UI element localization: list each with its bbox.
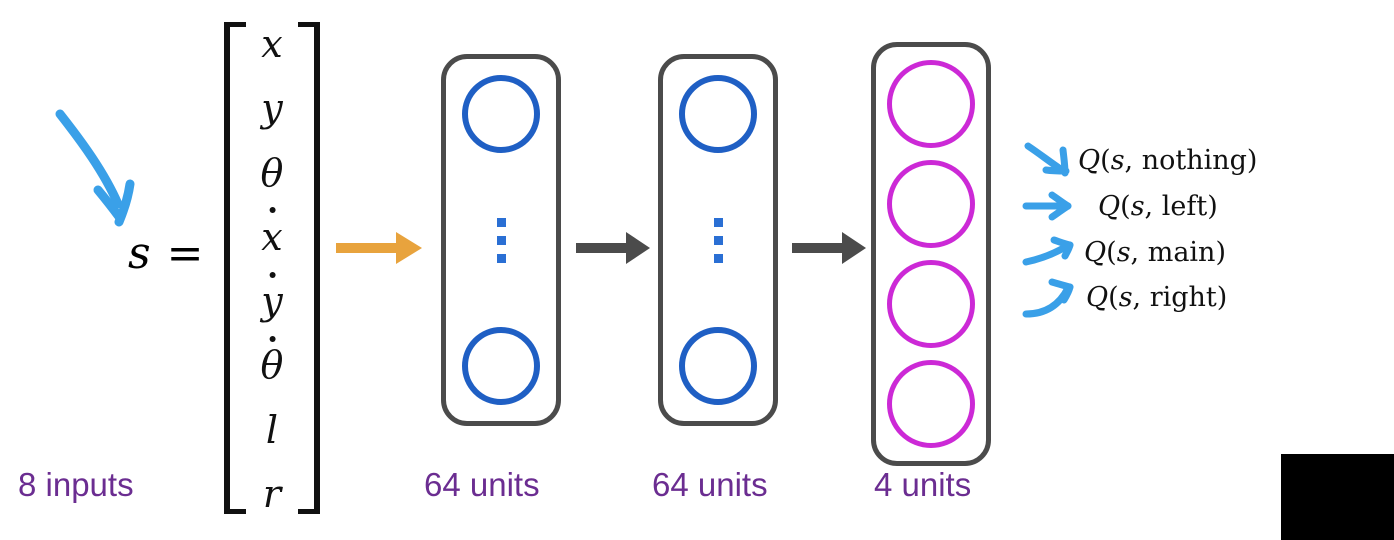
q-action-name: left (1161, 190, 1208, 222)
q-symbol: Q (1084, 236, 1107, 268)
arrow-head (396, 232, 422, 264)
q-value-label: Q(s, left) (1098, 193, 1218, 220)
right-bracket-icon (298, 22, 320, 514)
hidden1-to-hidden2-arrow-icon (576, 232, 650, 264)
q-separator: , (1124, 144, 1142, 176)
q-separator: , (1132, 281, 1150, 313)
vertical-ellipsis-icon (713, 217, 723, 263)
arrow-head (626, 232, 650, 264)
q-value-label: Q(s, right) (1086, 284, 1227, 311)
ellipsis-dot (496, 253, 506, 263)
q-value-label: Q(s, main) (1084, 239, 1226, 266)
vector-symbol: r (262, 471, 282, 516)
state-vector: x y θ x y θ l (224, 22, 320, 514)
vector-entry-x: x (261, 25, 282, 63)
hidden2-to-output-arrow-icon (792, 232, 866, 264)
q-value-label: Q(s, nothing) (1078, 147, 1257, 174)
vector-symbol: y (261, 279, 283, 324)
vector-symbol: θ (260, 150, 284, 195)
caption-hidden-layer-2: 64 units (652, 466, 768, 503)
right-arrow-icon (1022, 191, 1072, 221)
up-right-arrow-icon (1022, 236, 1074, 266)
ellipsis-dot (713, 235, 723, 245)
up-right-curved-arrow-icon (1022, 278, 1074, 318)
arrow-shaft (336, 243, 396, 253)
dot-accent-icon (269, 271, 276, 278)
vector-entry-y: y (261, 89, 282, 127)
vertical-ellipsis-icon (496, 217, 506, 263)
q-value-row-left: Q(s, left) (1022, 186, 1218, 226)
q-action-name: right (1149, 281, 1217, 313)
caption-hidden-layer-1: 64 units (424, 466, 540, 503)
hidden-layer-1 (441, 54, 561, 426)
q-state-symbol: s (1118, 281, 1133, 313)
vector-entry-l: l (266, 411, 278, 449)
q-value-row-nothing: Q(s, nothing) (1022, 140, 1257, 180)
q-symbol: Q (1086, 281, 1109, 313)
ellipsis-dot (496, 235, 506, 245)
vector-entry-ydot: y (261, 271, 283, 320)
q-open-paren: ( (1120, 190, 1131, 222)
vector-symbol: θ (260, 343, 284, 388)
down-right-arrow-icon (1024, 142, 1070, 177)
ellipsis-dot (713, 253, 723, 263)
state-equals-label: s = (128, 228, 205, 279)
q-symbol: Q (1078, 144, 1101, 176)
video-overlay-block (1281, 454, 1394, 540)
vector-symbol: l (265, 407, 279, 452)
q-open-paren: ( (1108, 281, 1119, 313)
left-bracket-icon (224, 22, 246, 514)
vector-entry-theta: θ (261, 154, 284, 192)
unit-circle (462, 327, 540, 405)
curved-down-arrow-icon (55, 109, 135, 227)
q-open-paren: ( (1106, 236, 1117, 268)
arrow-head (842, 232, 866, 264)
state-vector-entries: x y θ x y θ l (246, 22, 298, 514)
dot-accent-icon (269, 207, 276, 214)
q-separator: , (1130, 236, 1148, 268)
vector-entry-r: r (263, 475, 281, 513)
q-close-paren: ) (1246, 144, 1258, 176)
unit-circle (887, 360, 975, 448)
caption-input-layer: 8 inputs (18, 466, 134, 503)
vector-symbol: y (261, 86, 283, 131)
q-symbol: Q (1098, 190, 1121, 222)
q-close-paren: ) (1215, 236, 1226, 268)
vector-symbol: x (261, 22, 283, 66)
output-layer (871, 42, 991, 466)
q-action-name: main (1147, 236, 1216, 268)
output-q-value-labels: Q(s, nothing) Q(s, left) Q(s, main) (1022, 140, 1322, 330)
q-separator: , (1144, 190, 1162, 222)
unit-circle (887, 60, 975, 148)
arrow-shaft (792, 243, 842, 253)
vector-symbol: x (261, 214, 283, 259)
dot-accent-icon (269, 335, 276, 342)
unit-circle (887, 160, 975, 248)
input-to-hidden1-arrow-icon (336, 232, 422, 264)
unit-circle (462, 75, 540, 153)
ellipsis-dot (496, 217, 506, 227)
q-action-name: nothing (1141, 144, 1247, 176)
q-value-row-right: Q(s, right) (1022, 274, 1227, 320)
q-state-symbol: s (1116, 236, 1131, 268)
vector-entry-thetadot: θ (261, 335, 283, 384)
q-close-paren: ) (1207, 190, 1218, 222)
q-value-row-main: Q(s, main) (1022, 232, 1226, 272)
q-state-symbol: s (1110, 144, 1125, 176)
unit-circle (679, 327, 757, 405)
hidden-layer-2 (658, 54, 778, 426)
q-open-paren: ( (1100, 144, 1111, 176)
unit-circle (679, 75, 757, 153)
unit-circle (887, 260, 975, 348)
caption-output-layer: 4 units (874, 466, 972, 503)
arrow-shaft (576, 243, 626, 253)
q-close-paren: ) (1216, 281, 1228, 313)
vector-entry-xdot: x (261, 207, 283, 256)
q-state-symbol: s (1130, 190, 1145, 222)
ellipsis-dot (713, 217, 723, 227)
